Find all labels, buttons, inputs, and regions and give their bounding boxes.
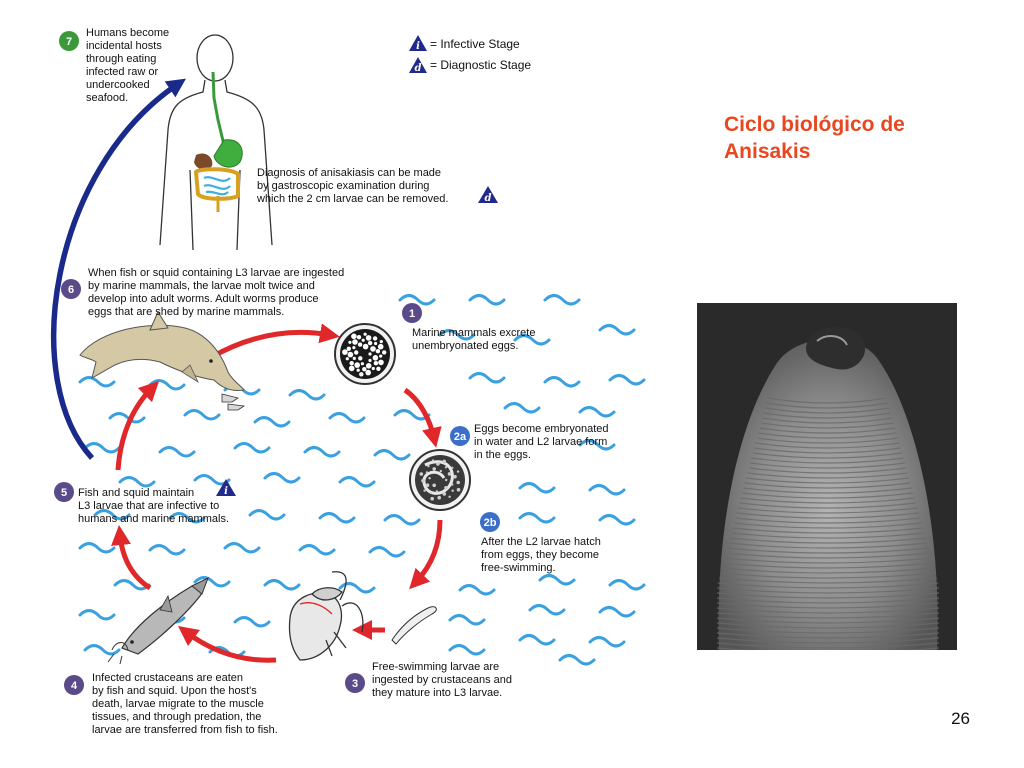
svg-text:d: d xyxy=(485,193,492,204)
svg-text:2b: 2b xyxy=(484,517,497,529)
crustacean-illustration xyxy=(288,571,364,661)
infective-stage-icon: i xyxy=(409,35,427,52)
embryonated-egg xyxy=(409,449,471,511)
step-2a-text: Eggs become embryonated in water and L2 … xyxy=(474,423,612,461)
step-badge-7: 7 xyxy=(59,31,79,51)
legend-diagnostic-label: = Diagnostic Stage xyxy=(430,58,531,72)
svg-text:i: i xyxy=(416,41,420,52)
svg-text:5: 5 xyxy=(61,487,67,499)
step-1-text: Marine mammals excrete unembryonated egg… xyxy=(412,327,539,352)
anisakis-head-image xyxy=(697,303,957,650)
page-number: 26 xyxy=(951,709,970,728)
step-5-infective-icon: i xyxy=(216,479,236,497)
step-badge-1: 1 xyxy=(402,303,422,323)
unembryonated-egg xyxy=(334,323,396,385)
slide-title: Ciclo biológico de Anisakis xyxy=(724,111,984,165)
svg-text:1: 1 xyxy=(409,308,415,320)
diagnostic-stage-icon: d xyxy=(409,57,427,74)
slide-title-line-2: Anisakis xyxy=(724,140,811,163)
svg-text:6: 6 xyxy=(68,284,74,296)
slide-title-line-1: Ciclo biológico de xyxy=(724,113,905,136)
diagnosis-text: Diagnosis of anisakiasis can be made by … xyxy=(256,167,448,205)
svg-text:2a: 2a xyxy=(454,431,467,443)
step-5-text: Fish and squid maintain L3 larvae that a… xyxy=(78,487,229,525)
anisakis-life-cycle-diagram: 7 6 1 2a 2b 5 4 3 xyxy=(50,27,646,736)
arrow-fish-to-human xyxy=(50,78,186,460)
step-badge-2b: 2b xyxy=(480,512,500,532)
svg-text:7: 7 xyxy=(66,36,72,48)
fish-illustration xyxy=(107,576,209,665)
diagnosis-stage-icon: d xyxy=(478,186,498,204)
step-2b-text: After the L2 larvae hatch from eggs, the… xyxy=(481,536,604,574)
svg-text:4: 4 xyxy=(71,680,78,692)
step-badges: 7 6 1 2a 2b 5 4 3 xyxy=(54,31,500,695)
step-badge-2a: 2a xyxy=(450,426,470,446)
cycle-arrows xyxy=(111,323,443,663)
svg-text:3: 3 xyxy=(352,678,358,690)
small-fish-prey xyxy=(221,393,246,411)
svg-text:i: i xyxy=(224,486,228,497)
anisakis-micrograph xyxy=(697,303,957,650)
step-badge-6: 6 xyxy=(61,279,81,299)
step-4-text: Infected crustaceans are eaten by fish a… xyxy=(92,672,278,736)
legend: i = Infective Stage d = Diagnostic Stage xyxy=(409,35,531,74)
step-6-text: When fish or squid containing L3 larvae … xyxy=(88,267,347,318)
step-3-text: Free-swimming larvae are ingested by cru… xyxy=(372,661,515,699)
step-badge-5: 5 xyxy=(54,482,74,502)
free-swimming-larva xyxy=(391,606,437,645)
step-badge-4: 4 xyxy=(64,675,84,695)
step-7-text: Humans become incidental hosts through e… xyxy=(86,27,172,104)
svg-text:d: d xyxy=(415,63,422,74)
dolphin-illustration xyxy=(79,310,246,411)
step-badge-3: 3 xyxy=(345,673,365,693)
human-figure xyxy=(159,34,273,251)
legend-infective-label: = Infective Stage xyxy=(430,37,520,51)
